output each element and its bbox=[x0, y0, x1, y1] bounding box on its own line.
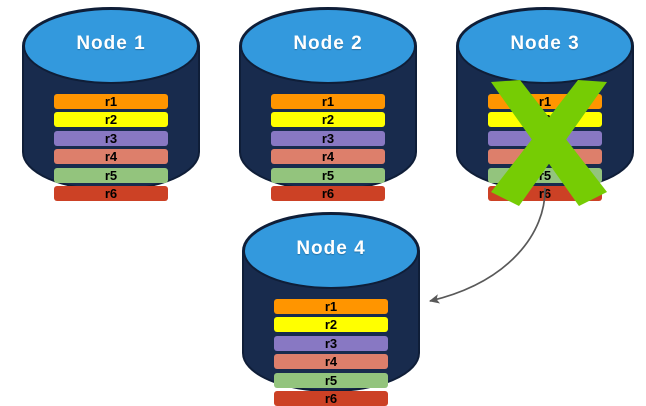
node-title: Node 3 bbox=[510, 33, 580, 54]
row-label: r5 bbox=[104, 167, 118, 183]
node-title: Node 4 bbox=[296, 238, 366, 259]
row-bar-r4[interactable]: r4 bbox=[271, 149, 385, 165]
row-label: r4 bbox=[104, 149, 118, 165]
cylinder-top-ellipse bbox=[240, 8, 416, 84]
row-bar-r6[interactable]: r6 bbox=[54, 185, 168, 201]
row-label: r4 bbox=[324, 354, 338, 370]
row-bar-r4[interactable]: r4 bbox=[54, 149, 168, 165]
node-cylinder-1[interactable]: Node 1 r1 r2 r3 r4 r5 r6 bbox=[22, 7, 200, 201]
node-cylinder-2[interactable]: Node 2 r1 r2 r3 r4 r5 r6 bbox=[239, 7, 417, 201]
row-label: r1 bbox=[321, 94, 335, 109]
row-bar-r2[interactable]: r2 bbox=[54, 112, 168, 128]
row-label: r5 bbox=[321, 167, 335, 183]
row-label: r2 bbox=[324, 317, 338, 333]
row-bar-r5[interactable]: r5 bbox=[54, 167, 168, 183]
row-bar-r4[interactable]: r4 bbox=[274, 354, 388, 370]
row-label: r2 bbox=[104, 112, 118, 128]
row-label: r1 bbox=[324, 299, 338, 314]
cylinder-top-ellipse bbox=[243, 213, 419, 289]
row-bar-r5[interactable]: r5 bbox=[274, 372, 388, 388]
row-bar-r2[interactable]: r2 bbox=[271, 112, 385, 128]
row-bar-r1[interactable]: r1 bbox=[54, 94, 168, 109]
row-label: r6 bbox=[104, 185, 118, 201]
row-label: r3 bbox=[324, 335, 338, 351]
row-list: r1 r2 r3 r4 r5 r6 bbox=[23, 94, 199, 201]
row-label: r1 bbox=[104, 94, 118, 109]
row-label: r2 bbox=[321, 112, 335, 128]
row-bar-r6[interactable]: r6 bbox=[271, 185, 385, 201]
row-label: r6 bbox=[321, 185, 335, 201]
row-bar-r1[interactable]: r1 bbox=[271, 94, 385, 109]
row-label: r4 bbox=[321, 149, 335, 165]
row-bar-r5[interactable]: r5 bbox=[271, 167, 385, 183]
row-bar-r2[interactable]: r2 bbox=[274, 317, 388, 333]
row-label: r3 bbox=[321, 130, 335, 146]
node-title: Node 1 bbox=[76, 33, 146, 54]
data-transfer-arrow bbox=[429, 187, 546, 304]
node-title: Node 2 bbox=[293, 33, 363, 54]
row-bar-r3[interactable]: r3 bbox=[271, 130, 385, 146]
row-list: r1 r2 r3 r4 r5 r6 bbox=[240, 94, 416, 201]
row-bar-r3[interactable]: r3 bbox=[54, 130, 168, 146]
row-label: r3 bbox=[104, 130, 118, 146]
row-bar-r3[interactable]: r3 bbox=[274, 335, 388, 351]
row-bar-r1[interactable]: r1 bbox=[274, 299, 388, 314]
cylinder-top-ellipse bbox=[23, 8, 199, 84]
row-label: r5 bbox=[324, 372, 338, 388]
